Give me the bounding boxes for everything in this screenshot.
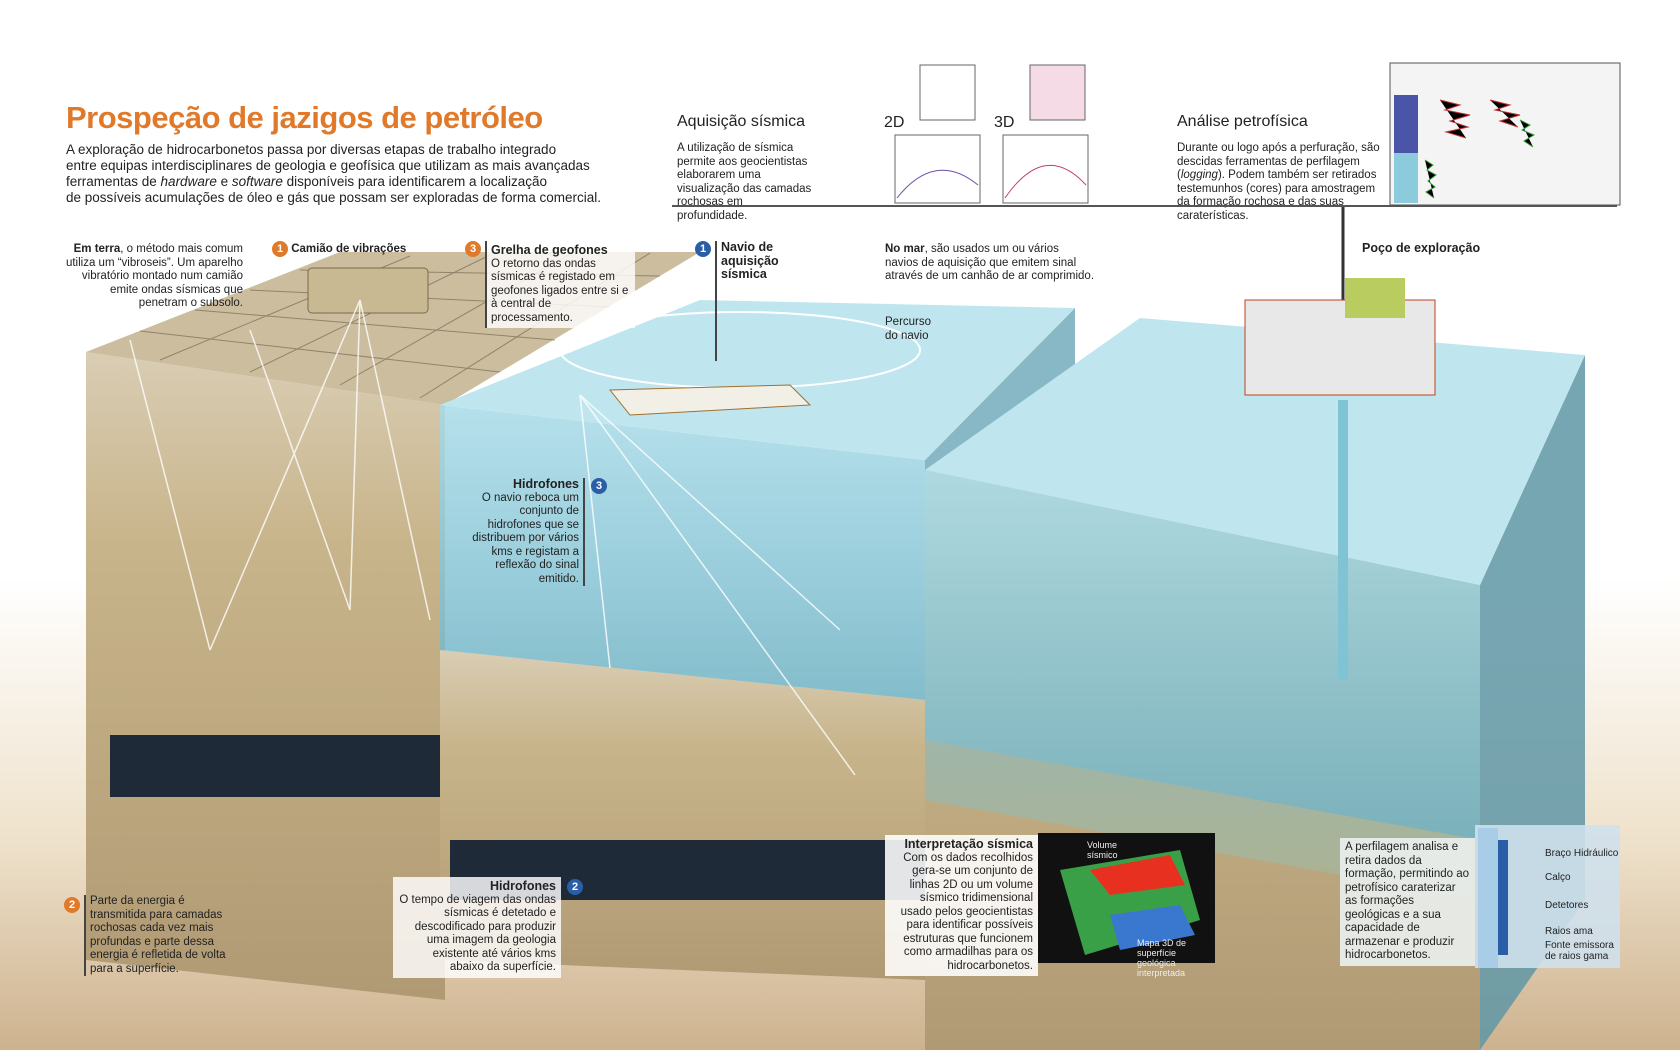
drilling-platform xyxy=(1244,299,1436,396)
well-log-chart xyxy=(1389,62,1621,206)
label-2d: 2D xyxy=(884,114,905,131)
divider xyxy=(672,205,1617,207)
intro-text: A exploração de hidrocarbonetos passa po… xyxy=(66,142,626,206)
vibroseis-truck xyxy=(307,267,429,314)
logging-callout: A perfilagem analisa e retira dados da f… xyxy=(1340,838,1475,966)
tool-label: Fonte emissora de raios gama xyxy=(1545,940,1614,962)
seismic-ship xyxy=(608,384,812,416)
seismic-2d-3d-diagrams xyxy=(894,64,1089,204)
energy-callout: 2 Parte da energia é transmitida para ca… xyxy=(64,895,244,976)
well-label: Poço de exploração xyxy=(1362,241,1481,255)
seismic-rays xyxy=(129,299,856,776)
intro-line: entre equipas interdisciplinares de geol… xyxy=(66,158,590,173)
well-bore xyxy=(1338,400,1348,680)
tool-label: Calço xyxy=(1545,872,1571,883)
petro-text: Durante ou logo após a perfuração, são d… xyxy=(1177,142,1380,222)
ship-route-label: Percurso do navio xyxy=(885,316,932,342)
petro-heading: Análise petrofísica xyxy=(1177,113,1308,130)
seismic-text: A utilização de sísmica permite aos geoc… xyxy=(677,142,812,222)
label-3d: 3D xyxy=(994,114,1015,131)
map-label: Mapa 3D de superfície geológica interpre… xyxy=(1137,938,1187,978)
tool-label: Detetores xyxy=(1545,900,1589,911)
intro-line: de possíveis acumulações de óleo e gás q… xyxy=(66,190,602,205)
oil-layer xyxy=(110,735,445,797)
intro-line: ferramentas de hardware e software dispo… xyxy=(66,174,548,189)
seismic-heading: Aquisição sísmica xyxy=(677,113,806,130)
ship-callout: 1 Navio de aquisição sísmica xyxy=(695,240,825,361)
tool-label: Raios ama xyxy=(1545,926,1593,937)
sea-intro: No mar, são usados um ou vários navios d… xyxy=(885,243,1095,282)
truck-callout: 1 Camião de vibrações xyxy=(272,241,406,257)
volume-label: Volume sísmico xyxy=(1087,840,1118,860)
page-title: Prospeção de jazigos de petróleo xyxy=(66,100,543,135)
intro-line: A exploração de hidrocarbonetos passa po… xyxy=(66,142,557,157)
tool-label: Braço Hidráulico xyxy=(1545,848,1619,859)
land-intro: Em terra, o método mais comum utiliza um… xyxy=(65,243,243,309)
